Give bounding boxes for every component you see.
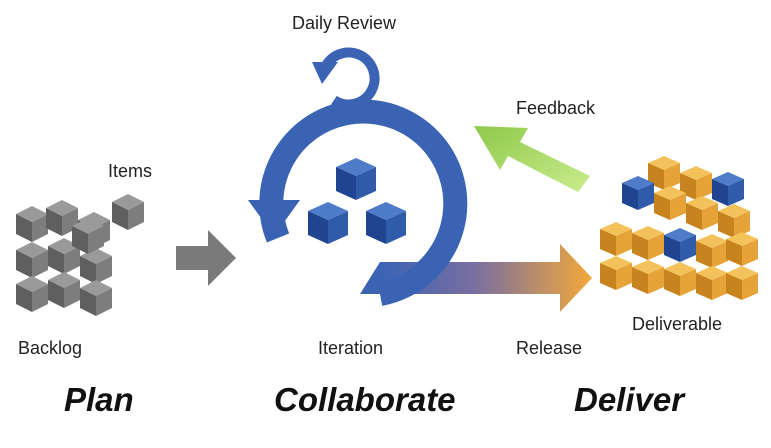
- phase-plan: Plan: [64, 381, 134, 418]
- deliverable-label: Deliverable: [632, 314, 723, 334]
- backlog-label: Backlog: [18, 338, 83, 358]
- plan-to-collaborate-arrow: [176, 230, 236, 286]
- phase-deliver: Deliver: [574, 381, 685, 418]
- feedback-label: Feedback: [516, 98, 596, 118]
- phase-collaborate: Collaborate: [274, 381, 456, 418]
- feedback-arrow: [474, 126, 590, 192]
- release-arrow: [380, 244, 592, 312]
- backlog-cubes-icon: [16, 194, 144, 316]
- items-label: Items: [108, 161, 153, 181]
- iteration-cycle-icon: [248, 99, 468, 306]
- daily-review-cycle-icon: [312, 47, 380, 110]
- release-label: Release: [516, 338, 583, 358]
- iteration-cubes: [308, 158, 406, 244]
- daily-review-label: Daily Review: [292, 13, 397, 33]
- iteration-label: Iteration: [318, 338, 384, 358]
- deliverable-cubes-icon: [600, 156, 758, 300]
